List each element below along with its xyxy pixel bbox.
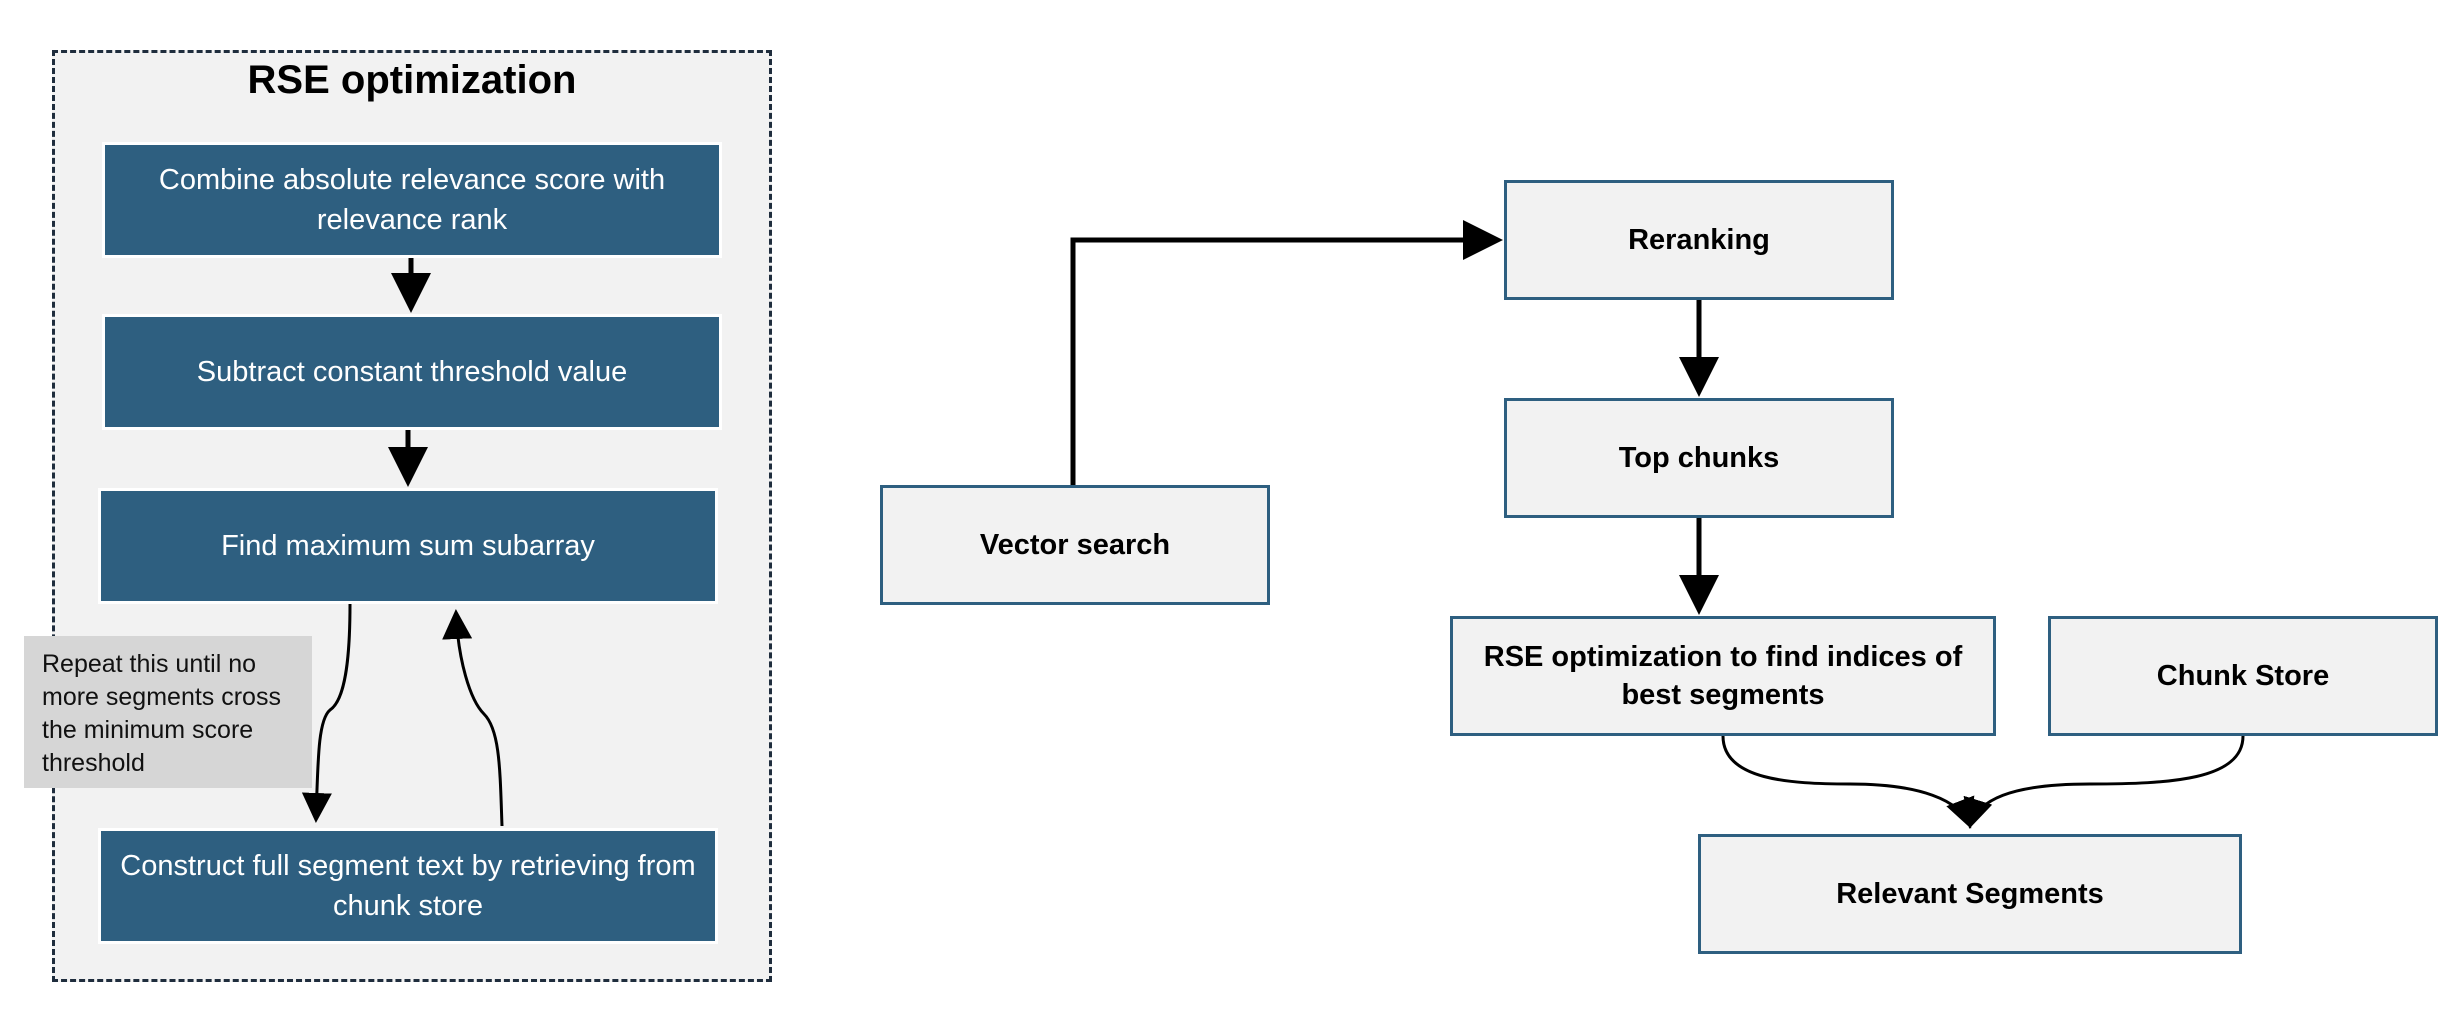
- top-chunks-node: Top chunks: [1504, 398, 1894, 518]
- rse-optimization-node: RSE optimization to find indices of best…: [1450, 616, 1996, 736]
- chunk-store-node: Chunk Store: [2048, 616, 2438, 736]
- arrow-vector-search-to-reranking: [1070, 220, 1503, 485]
- step-find-max-subarray: Find maximum sum subarray: [98, 488, 718, 604]
- relevant-segments-node: Relevant Segments: [1698, 834, 2242, 954]
- panel-title: RSE optimization: [247, 58, 577, 102]
- step-construct-segment-text: Construct full segment text by retrievin…: [98, 828, 718, 944]
- arrow-chunk-store-to-relevant-segments: [1963, 735, 2245, 829]
- reranking-node: Reranking: [1504, 180, 1894, 300]
- step-combine-scores: Combine absolute relevance score with re…: [102, 142, 722, 258]
- vector-search-node: Vector search: [880, 485, 1270, 605]
- arrow-rse-to-relevant-segments: [1721, 735, 1975, 829]
- step-subtract-threshold: Subtract constant threshold value: [102, 314, 722, 430]
- repeat-loop-note: Repeat this until no more segments cross…: [24, 636, 312, 788]
